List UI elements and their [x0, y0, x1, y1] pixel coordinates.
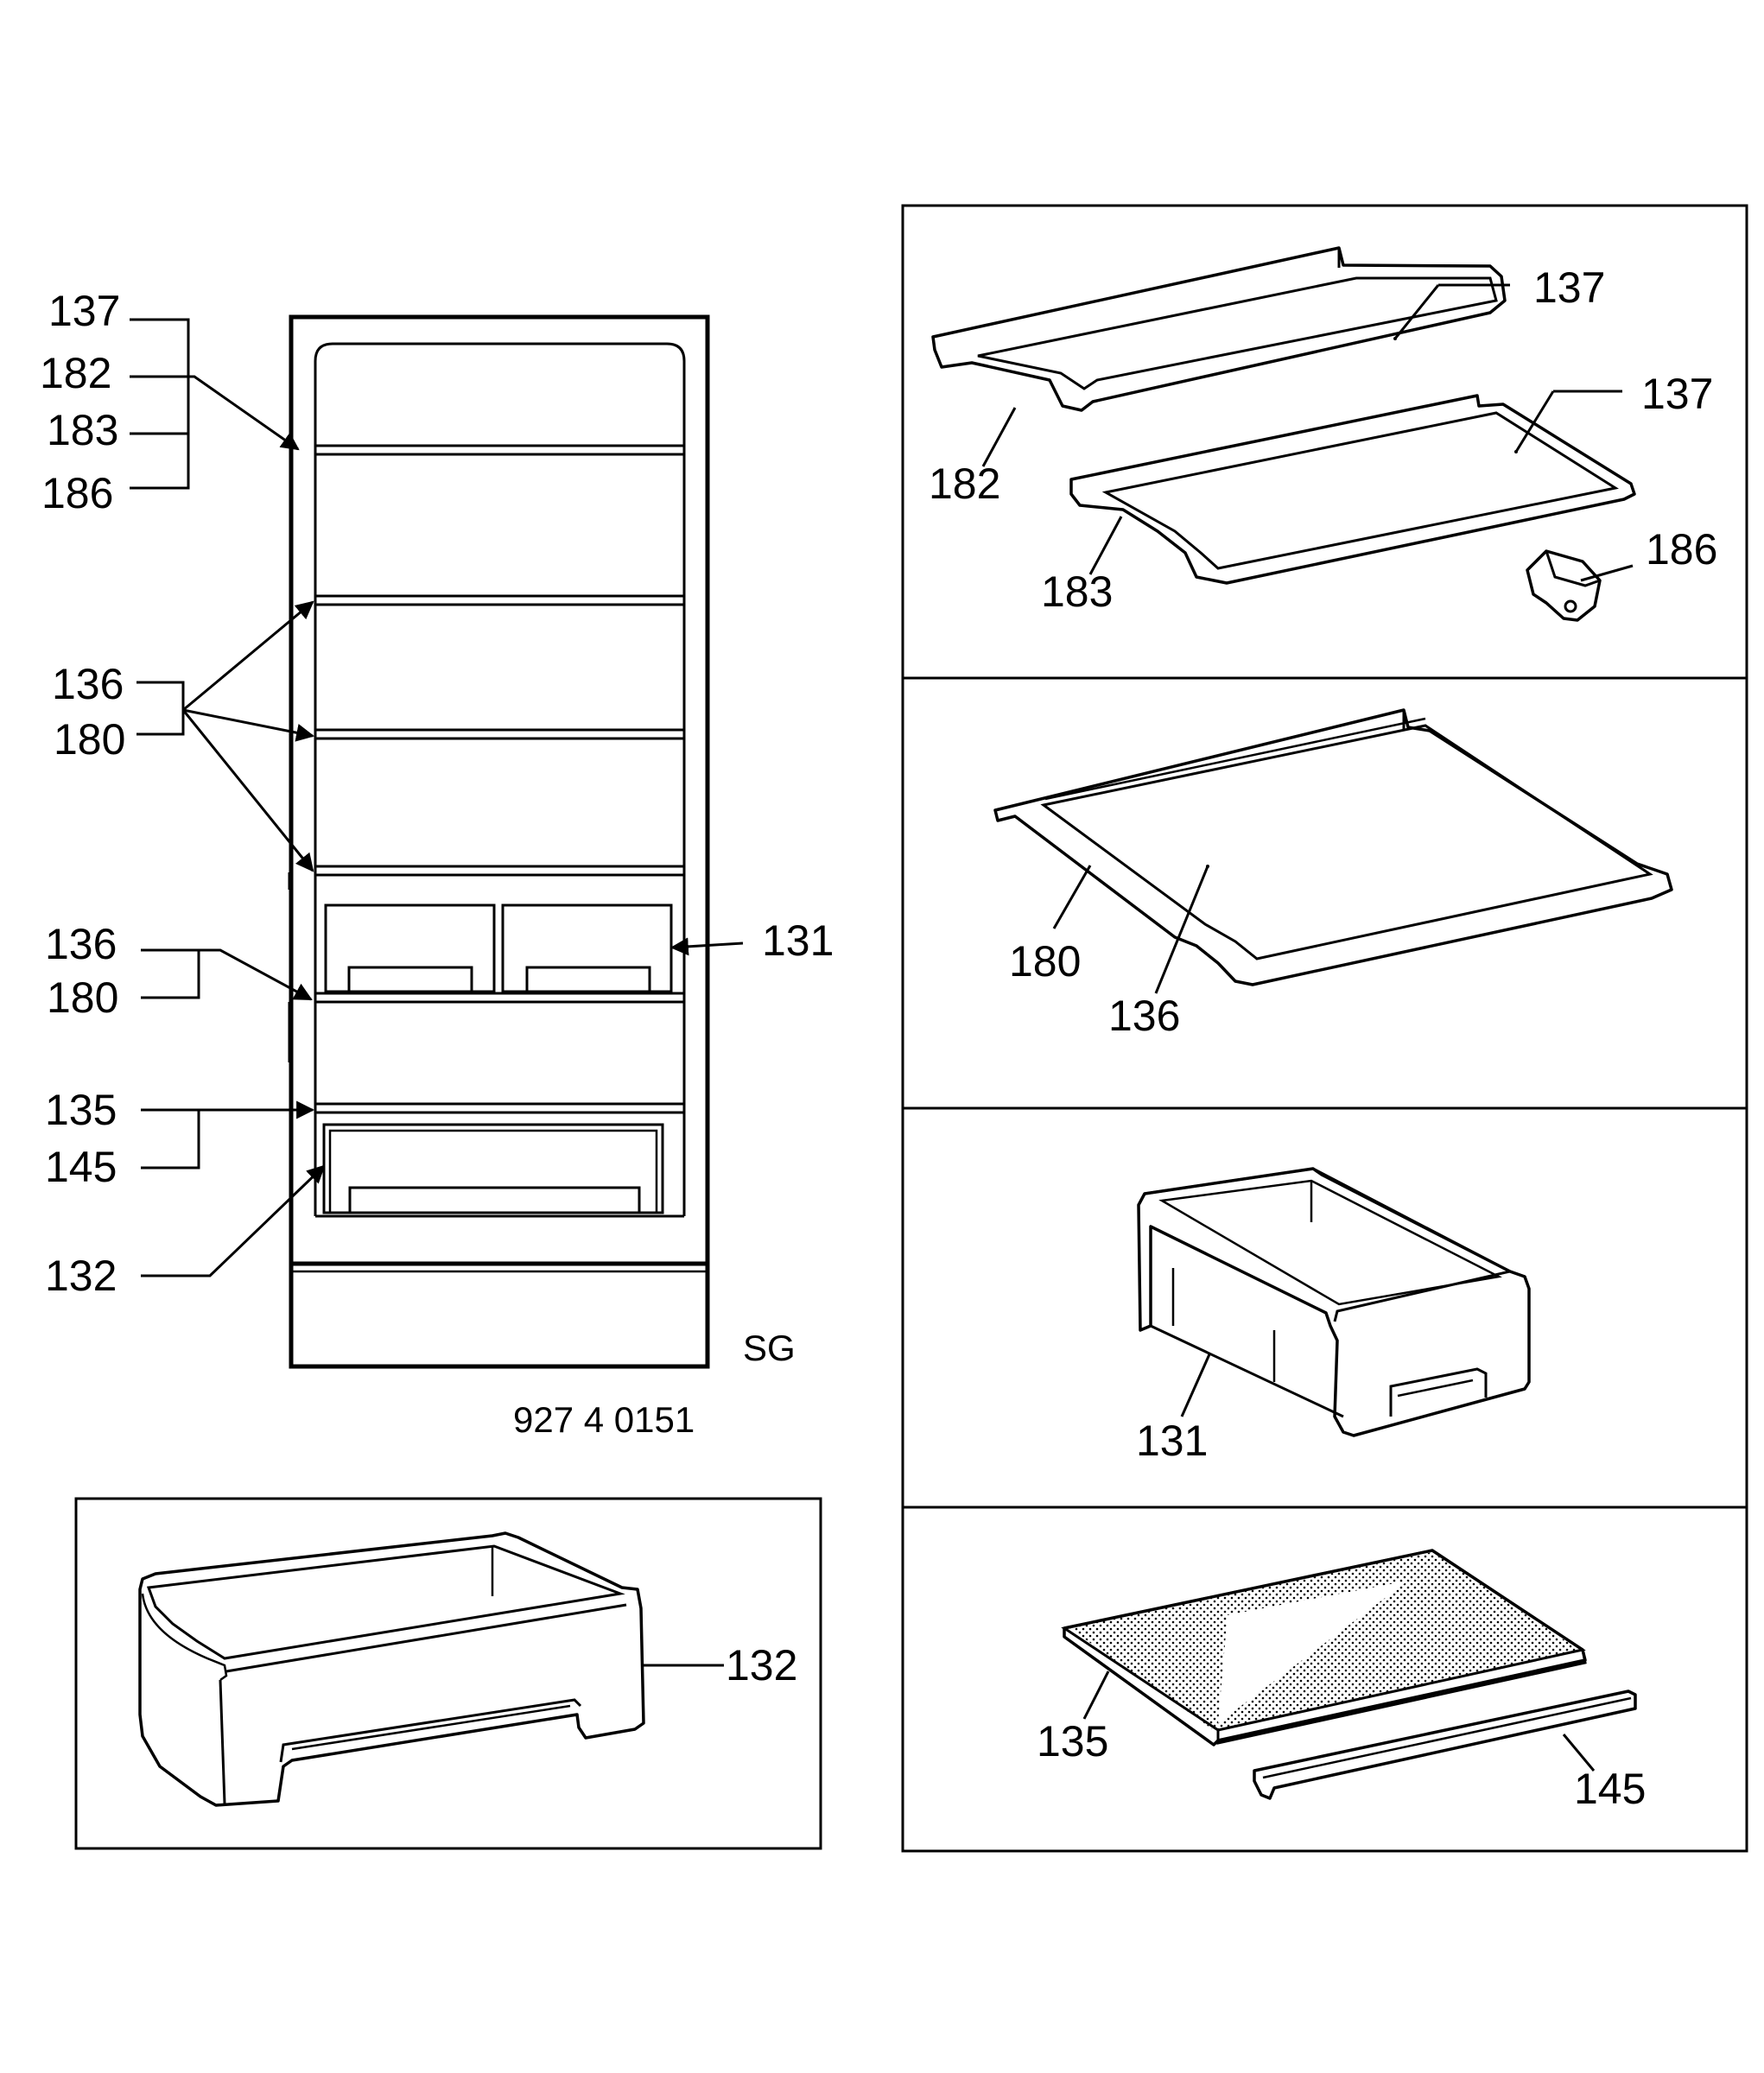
cabinet-outline [289, 314, 710, 1369]
overview-callouts: 137 182 183 186 136 180 131 136 180 135 … [40, 287, 834, 1440]
right-panel-frame [901, 204, 1748, 1853]
overview-drawer-132 [322, 1123, 664, 1214]
label-145: 145 [45, 1143, 117, 1191]
label-180-panel: 180 [1009, 937, 1081, 986]
fridge-overview [288, 314, 710, 1369]
label-183-panel: 183 [1041, 567, 1113, 616]
label-132-panel: 132 [726, 1641, 797, 1689]
label-136-lower: 136 [45, 920, 117, 968]
panel-large-drawer-132: 132 [74, 1497, 822, 1850]
label-186: 186 [41, 469, 113, 517]
label-136: 136 [52, 660, 124, 708]
label-131-panel: 131 [1136, 1417, 1208, 1465]
document-code: 927 4 0151 [513, 1399, 695, 1440]
cabinet-inner-liner [314, 342, 686, 1216]
model-label: SG [743, 1328, 796, 1368]
label-145-panel: 145 [1574, 1765, 1646, 1813]
label-135: 135 [45, 1086, 117, 1134]
panel-crisper-131: 131 [1136, 1167, 1531, 1465]
panel-cover-135: 135 145 [1037, 1549, 1646, 1813]
label-186-panel: 186 [1646, 525, 1717, 574]
label-132: 132 [45, 1252, 117, 1300]
glass-136 [1040, 724, 1653, 960]
label-182-panel: 182 [929, 460, 1000, 508]
clip-186 [1526, 549, 1602, 622]
strip-145 [1253, 1689, 1637, 1800]
shelf-183 [1069, 394, 1636, 585]
label-137: 137 [48, 287, 120, 335]
overview-drawers-131 [324, 903, 673, 993]
label-137-b: 137 [1641, 370, 1713, 418]
label-180: 180 [54, 715, 125, 764]
label-182: 182 [40, 349, 111, 397]
label-183: 183 [47, 406, 118, 454]
panel-glass-shelf: 180 136 [993, 708, 1673, 1040]
label-137-a: 137 [1533, 263, 1605, 312]
label-135-panel: 135 [1037, 1717, 1108, 1766]
overview-shelves [315, 444, 684, 1114]
label-131: 131 [762, 916, 834, 965]
panel-top-shelves: 137 137 182 183 186 [929, 246, 1717, 622]
label-180-lower: 180 [47, 973, 118, 1022]
shelf-182 [931, 246, 1507, 412]
label-136-panel: 136 [1108, 992, 1180, 1040]
